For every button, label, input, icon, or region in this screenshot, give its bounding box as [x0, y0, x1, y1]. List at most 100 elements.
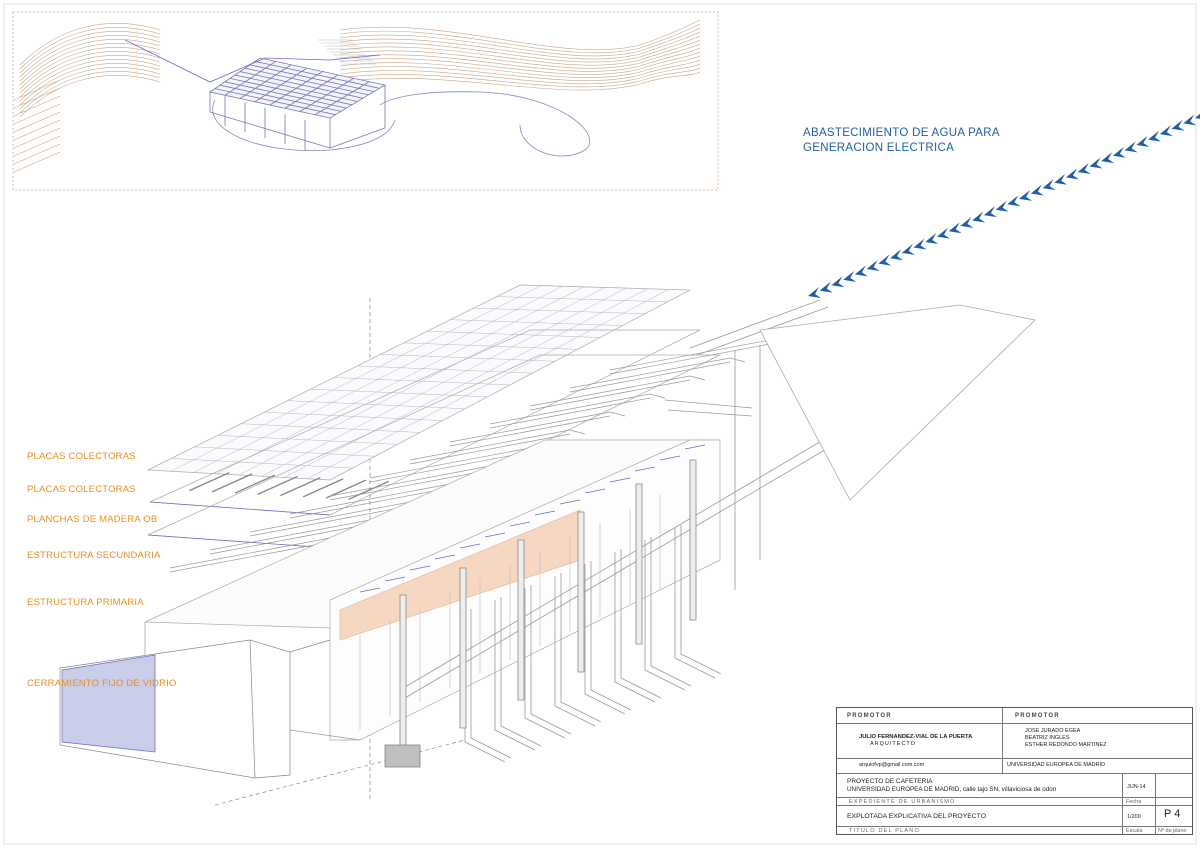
- collector-grid-line: [284, 288, 648, 478]
- plan-title-label: TITULO DEL PLANO: [849, 828, 920, 834]
- terrain-contour: [339, 39, 701, 66]
- water-arrow-chevron: [819, 281, 833, 293]
- glass-strip: [484, 532, 506, 538]
- terrain-contour: [19, 43, 161, 86]
- drain-pipe: [620, 549, 662, 699]
- collector-rail: [234, 474, 276, 494]
- water-arrow-chevron: [948, 222, 962, 234]
- secondary-beam: [289, 487, 451, 519]
- terrain-contour: [339, 51, 701, 75]
- glass-strip: [359, 587, 381, 593]
- column: [399, 594, 407, 756]
- terrain-contour: [19, 59, 161, 102]
- roof-grid-line: [239, 64, 292, 99]
- author-1: JOSE JURADO EGEA: [1025, 728, 1081, 734]
- water-arrow-chevron: [1112, 146, 1126, 158]
- site-walkway: [212, 99, 396, 152]
- water-arrow-chevron: [995, 200, 1009, 212]
- water-arrow-chevron: [1030, 184, 1044, 196]
- water-arrow-chevron: [878, 254, 892, 266]
- plan-title: EXPLOTADA EXPLICATIVA DEL PROYECTO: [847, 813, 987, 820]
- terrain-contour: [13, 103, 61, 125]
- terrain-contour: [13, 127, 61, 149]
- drain-pipe: [500, 597, 542, 747]
- terrain-contour: [19, 27, 161, 70]
- terrain-contour: [19, 71, 161, 114]
- water-arrow-chevron: [890, 249, 904, 261]
- secondary-beam: [569, 357, 746, 389]
- glass-strip: [459, 543, 481, 549]
- glass-strip: [584, 488, 606, 494]
- terrain-contour: [13, 119, 61, 141]
- secondary-beam: [329, 469, 491, 501]
- roof-grid-line: [254, 67, 308, 103]
- secondary-beam: [369, 451, 531, 483]
- water-arrow-chevron: [866, 260, 880, 272]
- secondary-beam: [449, 411, 626, 443]
- secondary-beam: [609, 343, 771, 375]
- collector-grid-line: [238, 287, 606, 476]
- collector-rail: [189, 472, 230, 492]
- water-arrow-chevron: [1159, 125, 1173, 137]
- terrain-contour: [13, 151, 61, 173]
- drain-pipe: [680, 525, 722, 675]
- drain-pipe: [590, 561, 632, 711]
- water-supply-label-line2: GENERACION ELECTRICA: [803, 142, 955, 154]
- drain-pipe: [584, 564, 626, 715]
- promotor-heading-1: PROMOTOR: [847, 713, 892, 719]
- water-arrow-chevron: [925, 233, 939, 245]
- collector-rail: [325, 479, 367, 499]
- architect-role: ARQUITECTO: [870, 741, 916, 747]
- water-arrow-chevron: [901, 243, 915, 255]
- glass-strip: [634, 466, 656, 472]
- collector-grid-line: [193, 286, 563, 473]
- column-footing: [384, 744, 421, 768]
- drain-pipe: [614, 552, 656, 703]
- glass-strip: [409, 565, 431, 571]
- water-arrow-chevron: [1183, 114, 1197, 126]
- terrain-contour: [19, 51, 161, 94]
- secondary-beam: [169, 541, 331, 573]
- layer-collector-plates-1: [146, 284, 692, 500]
- drain-pipe: [524, 588, 566, 739]
- terrain-contour: [339, 19, 701, 51]
- water-arrow-chevron: [1019, 189, 1033, 201]
- main-axonometric: [59, 284, 1036, 806]
- label-wood-boards: PLANCHAS DE MADERA OB: [27, 514, 158, 525]
- ground-reference-line: [214, 739, 466, 806]
- water-arrow-chevron: [1054, 173, 1068, 185]
- column: [577, 511, 585, 673]
- water-arrow-chevron: [1171, 119, 1185, 131]
- project-location: UNIVERSIDAD EUROPEA DE MADRID, calle taj…: [847, 786, 1057, 793]
- secondary-beam: [249, 505, 411, 537]
- glass-strip: [434, 554, 456, 560]
- scale: 1/200: [1127, 814, 1141, 820]
- drain-pipe: [644, 540, 686, 691]
- title-block: PROMOTOR PROMOTOR JULIO FERNANDEZ-VIAL D…: [836, 707, 1193, 835]
- terrain-contour: [19, 39, 161, 82]
- terrain-contour: [339, 27, 701, 57]
- collector-grid-line: [261, 287, 627, 477]
- roof-grid-line: [224, 61, 276, 96]
- site-inset-view: [12, 11, 719, 191]
- terrain-contour: [19, 47, 161, 90]
- collector-grid-line: [170, 285, 542, 472]
- expediente-label: EXPEDIENTE DE URBANISMO: [849, 799, 956, 805]
- glass-strip: [509, 521, 531, 527]
- promotor-heading-2: PROMOTOR: [1015, 713, 1060, 719]
- water-arrow-chevron: [1007, 195, 1021, 207]
- terrain-contour: [19, 63, 161, 106]
- water-arrow-chevron: [1136, 135, 1150, 147]
- terrain-contour: [13, 87, 61, 109]
- terrain-contour: [19, 67, 161, 110]
- collector-grid-line: [216, 286, 584, 474]
- water-flow-arrow: [808, 113, 1200, 298]
- date-label: Fecha: [1126, 799, 1142, 805]
- water-arrow-chevron: [1066, 168, 1079, 180]
- collector-rail: [257, 475, 298, 495]
- drain-pipe: [494, 600, 536, 751]
- label-collector-plates-2: PLACAS COLECTORAS: [27, 484, 136, 495]
- roof-grid-line: [269, 71, 323, 106]
- collector-rail: [211, 473, 253, 493]
- inset-frame: [12, 11, 719, 191]
